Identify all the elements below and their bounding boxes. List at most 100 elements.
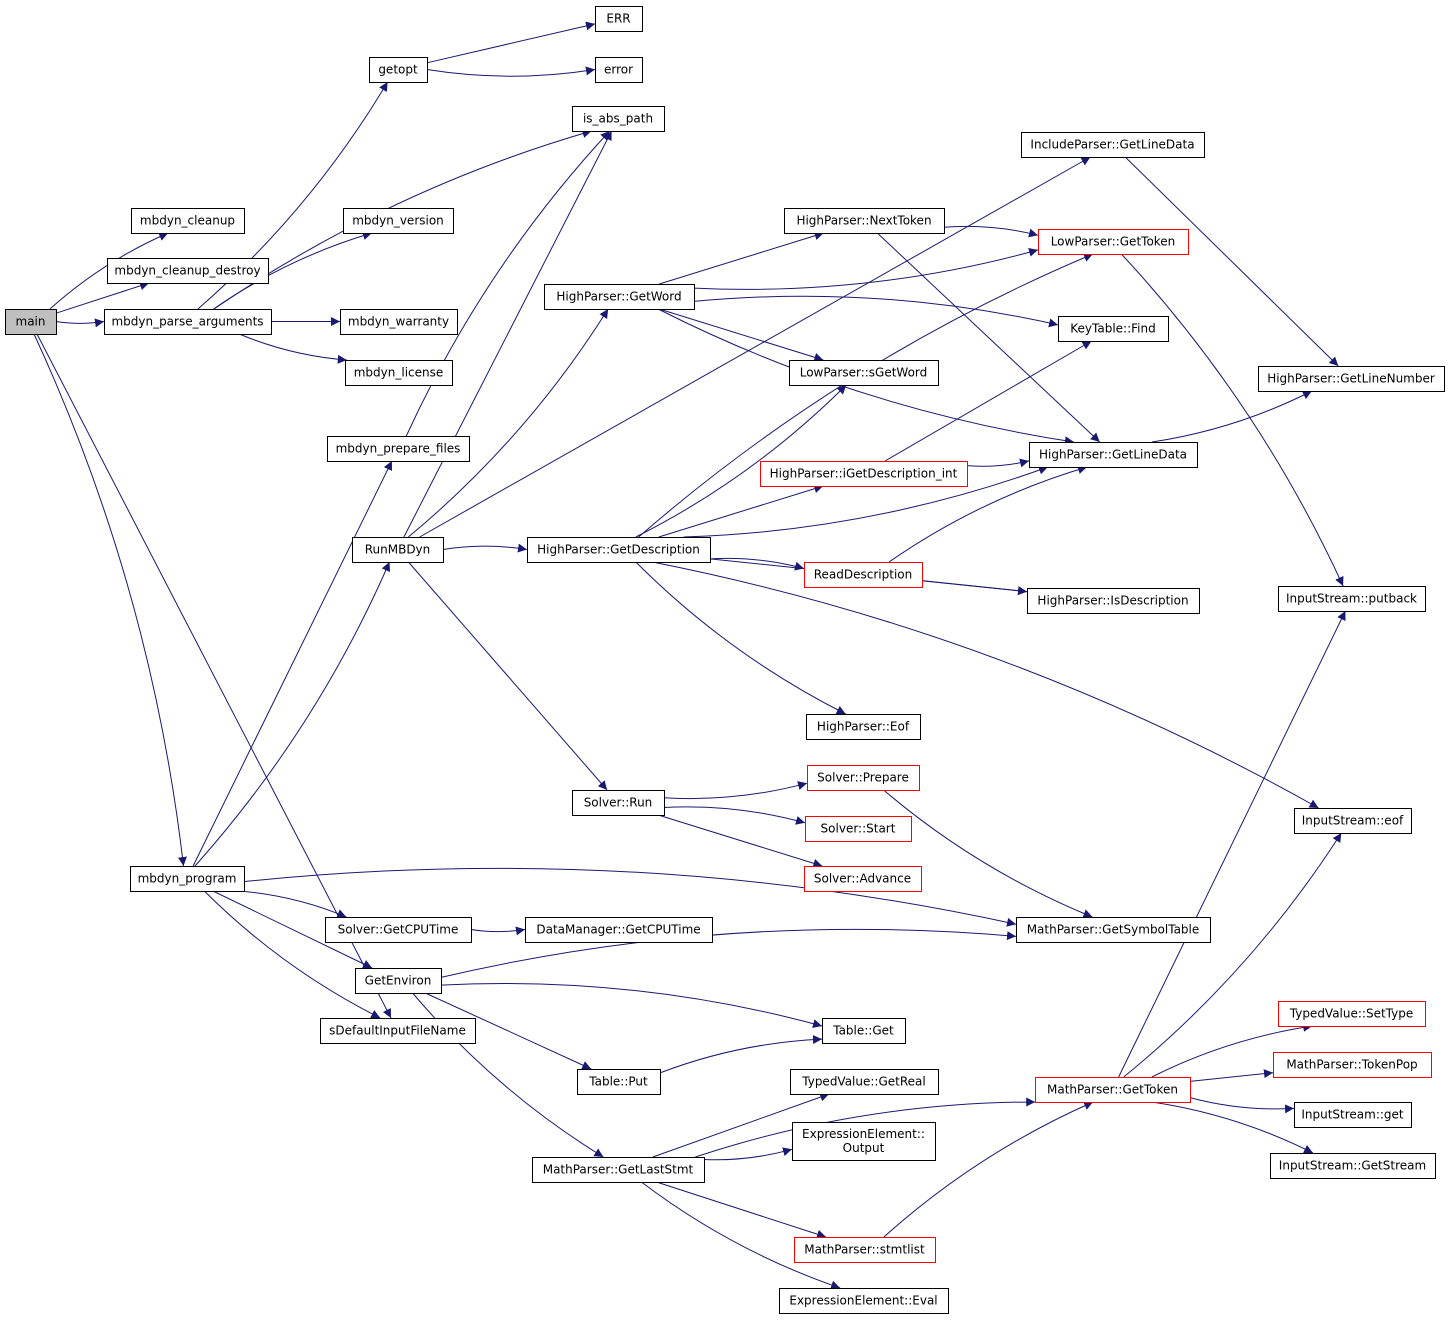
node-getenviron[interactable]: GetEnviron <box>355 968 442 994</box>
node-mbdyn-cleanup[interactable]: mbdyn_cleanup <box>131 208 245 234</box>
node-box <box>807 765 920 791</box>
node-box <box>760 461 968 487</box>
node-is-abs-path[interactable]: is_abs_path <box>572 106 665 132</box>
node-label: MathParser::GetToken <box>1047 1083 1178 1097</box>
node-box <box>595 57 643 83</box>
edge-MathParser_GetToken-to-TypedValue_SetType <box>1151 1022 1313 1078</box>
edge-main-to-mbdyn_program <box>33 333 187 867</box>
node-table-put[interactable]: Table::Put <box>577 1069 661 1095</box>
node-box <box>1029 442 1198 468</box>
node-inputstream-getstream[interactable]: InputStream::GetStream <box>1270 1153 1436 1179</box>
edge-Solver_Run-to-Solver_Prepare <box>663 781 808 800</box>
node-mathparser-stmtlist[interactable]: MathParser::stmtlist <box>794 1237 936 1263</box>
node-keytable-find[interactable]: KeyTable::Find <box>1058 316 1169 342</box>
node-runmbdyn[interactable]: RunMBDyn <box>352 537 444 563</box>
node-highparser-igetdescription-int[interactable]: HighParser::iGetDescription_int <box>760 461 968 487</box>
node-highparser-eof[interactable]: HighParser::Eof <box>806 714 921 740</box>
node-label: mbdyn_cleanup_destroy <box>114 264 260 278</box>
node-error[interactable]: error <box>595 57 643 83</box>
node-box <box>327 436 470 462</box>
node-mathparser-getlaststmt[interactable]: MathParser::GetLastStmt <box>532 1157 705 1183</box>
node-typedvalue-settype[interactable]: TypedValue::SetType <box>1278 1001 1426 1027</box>
node-label: MathParser::TokenPop <box>1286 1058 1417 1072</box>
node-box <box>320 1018 476 1044</box>
node-mbdyn-version[interactable]: mbdyn_version <box>343 208 454 234</box>
edge-MathParser_GetToken-to-InputStream_eof <box>1123 832 1342 1078</box>
edge-HighParser_GetDescription-to-LowParser_sGetWord <box>635 384 847 538</box>
node-box <box>527 537 711 563</box>
node-solver-getcputime[interactable]: Solver::GetCPUTime <box>325 917 472 943</box>
node-label: Solver::Advance <box>814 872 911 886</box>
node-solver-prepare[interactable]: Solver::Prepare <box>807 765 920 791</box>
edge-RunMBDyn-to-Solver_Run <box>408 561 608 791</box>
edge-RunMBDyn-to-IncludeParser_GetLineData <box>419 156 1091 538</box>
node-label: TypedValue::GetReal <box>801 1075 925 1089</box>
node-main[interactable]: main <box>5 309 57 335</box>
node-solver-advance[interactable]: Solver::Advance <box>804 866 922 892</box>
node-highparser-getlinenumber[interactable]: HighParser::GetLineNumber <box>1258 366 1445 392</box>
edge-mbdyn_program-to-Solver_GetCPUTime <box>238 890 347 918</box>
node-box <box>369 57 428 83</box>
node-box <box>789 360 939 386</box>
node-box <box>104 309 272 335</box>
node-mathparser-gettoken[interactable]: MathParser::GetToken <box>1035 1077 1191 1103</box>
edge-HighParser_GetDescription-to-HighParser_GetLineData <box>683 465 1049 538</box>
node-err[interactable]: ERR <box>595 6 643 32</box>
node-includeparser-getlinedata[interactable]: IncludeParser::GetLineData <box>1021 132 1205 158</box>
node-highparser-nexttoken[interactable]: HighParser::NextToken <box>784 208 945 234</box>
node-mbdyn-license[interactable]: mbdyn_license <box>345 360 453 386</box>
node-readdescription[interactable]: ReadDescription <box>804 562 923 588</box>
node-inputstream-get[interactable]: InputStream::get <box>1294 1102 1412 1128</box>
node-label: Table::Get <box>832 1024 894 1038</box>
node-mbdyn-prepare-files[interactable]: mbdyn_prepare_files <box>327 436 470 462</box>
node-mbdyn-warranty[interactable]: mbdyn_warranty <box>340 309 458 335</box>
node-box <box>1278 586 1426 612</box>
node-table-get[interactable]: Table::Get <box>822 1018 906 1044</box>
edge-main-to-mbdyn_cleanup_destroy <box>55 281 150 314</box>
node-solver-run[interactable]: Solver::Run <box>572 790 665 816</box>
node-box <box>107 258 269 284</box>
node-typedvalue-getreal[interactable]: TypedValue::GetReal <box>790 1069 939 1095</box>
node-highparser-getlinedata[interactable]: HighParser::GetLineData <box>1029 442 1198 468</box>
node-mathparser-getsymboltable[interactable]: MathParser::GetSymbolTable <box>1016 917 1211 943</box>
edge-HighParser_GetDescription-to-LowParser_GetToken <box>638 253 1094 538</box>
node-sdefaultinputfilename[interactable]: sDefaultInputFileName <box>320 1018 476 1044</box>
node-label: mbdyn_version <box>352 214 444 228</box>
node-highparser-getword[interactable]: HighParser::GetWord <box>544 284 695 310</box>
node-mbdyn-parse-arguments[interactable]: mbdyn_parse_arguments <box>104 309 272 335</box>
edge-HighParser_GetWord-to-LowParser_GetToken <box>693 247 1039 290</box>
edge-GetEnviron-to-Table_Get <box>440 982 823 1028</box>
node-label: Solver::Prepare <box>817 771 909 785</box>
node-box <box>1258 366 1445 392</box>
node-mbdyn-program[interactable]: mbdyn_program <box>130 866 245 892</box>
node-inputstream-putback[interactable]: InputStream::putback <box>1278 586 1426 612</box>
node-box <box>1058 316 1169 342</box>
edge-HighParser_GetDescription-to-HighParser_Eof <box>635 561 846 715</box>
node-lowparser-sgetword[interactable]: LowParser::sGetWord <box>789 360 939 386</box>
node-label: InputStream::get <box>1301 1108 1404 1122</box>
node-label: IncludeParser::GetLineData <box>1030 138 1194 152</box>
edge-MathParser_GetLastStmt-to-MathParser_stmtlist <box>656 1181 827 1239</box>
edge-MathParser_GetLastStmt-to-ExpressionElement_Eval <box>641 1181 841 1290</box>
edge-mbdyn_program-to-GetEnviron <box>212 890 373 969</box>
node-label: HighParser::GetDescription <box>537 543 700 557</box>
node-inputstream-eof[interactable]: InputStream::eof <box>1294 808 1412 834</box>
node-lowparser-gettoken[interactable]: LowParser::GetToken <box>1038 229 1189 255</box>
node-label: ExpressionElement:: <box>802 1127 925 1141</box>
node-box <box>1294 1102 1412 1128</box>
node-box <box>1273 1052 1432 1078</box>
node-box <box>130 866 245 892</box>
node-getopt[interactable]: getopt <box>369 57 428 83</box>
edge-mbdyn_program-to-mbdyn_prepare_files <box>192 460 393 867</box>
node-mathparser-tokenpop[interactable]: MathParser::TokenPop <box>1273 1052 1432 1078</box>
node-mbdyn-cleanup-destroy[interactable]: mbdyn_cleanup_destroy <box>107 258 269 284</box>
node-solver-start[interactable]: Solver::Start <box>805 816 912 842</box>
edge-HighParser_GetWord-to-KeyTable_Find <box>693 295 1059 328</box>
node-expressionelement-eval[interactable]: ExpressionElement::Eval <box>779 1288 949 1314</box>
node-highparser-isdescription[interactable]: HighParser::IsDescription <box>1027 588 1200 614</box>
node-expressionelement-output[interactable]: ExpressionElement::Output <box>792 1122 936 1161</box>
node-highparser-getdescription[interactable]: HighParser::GetDescription <box>527 537 711 563</box>
node-box <box>822 1018 906 1044</box>
node-datamanager-getcputime[interactable]: DataManager::GetCPUTime <box>525 917 713 943</box>
